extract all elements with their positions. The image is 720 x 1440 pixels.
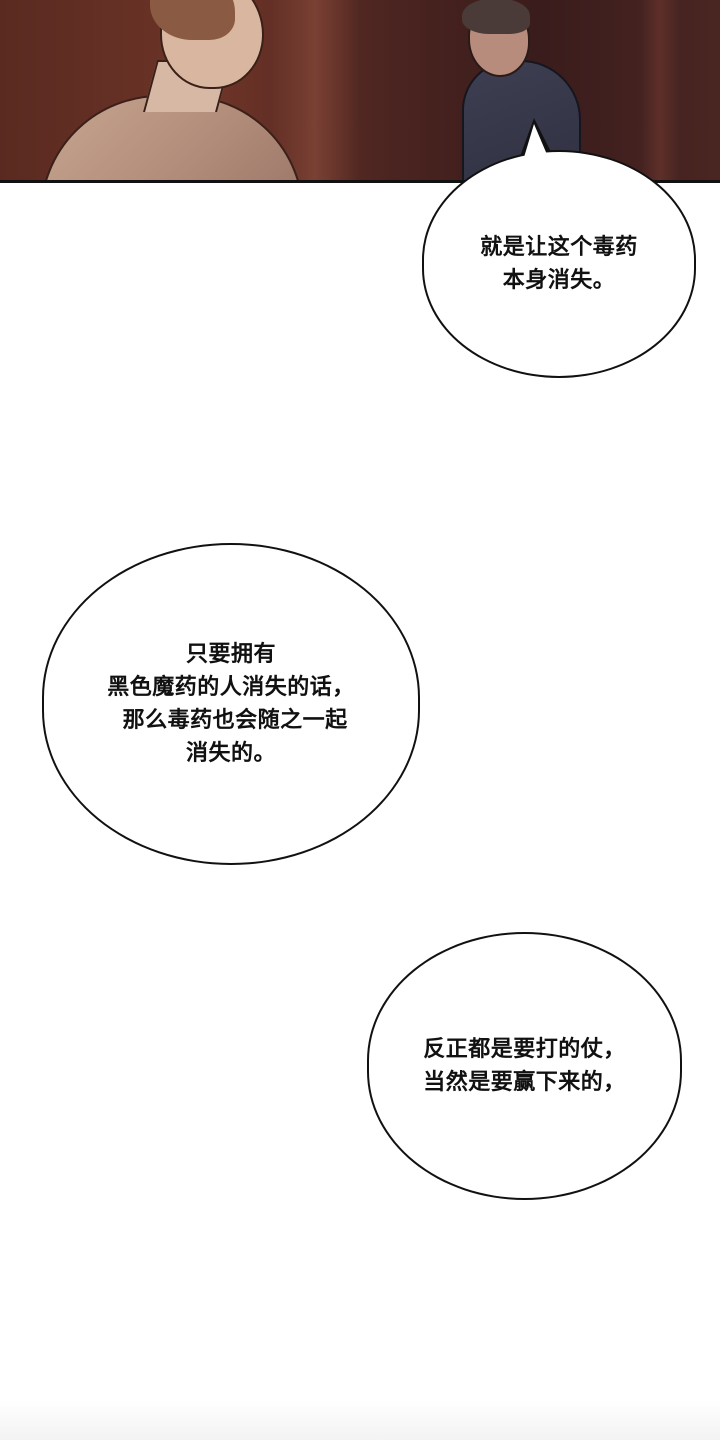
speech-bubble-1: 就是让这个毒药 本身消失。 [422,150,696,378]
comic-panel [0,0,720,183]
calm-man-hair [462,0,530,34]
bottom-fade [0,1400,720,1440]
bubble-text: 只要拥有 黑色魔药的人消失的话， 那么毒药也会随之一起 消失的。 [107,642,355,766]
speech-tail-fill [522,124,551,164]
bubble-text: 就是让这个毒药 本身消失。 [480,235,638,293]
light-shaft [640,0,680,180]
bubble-text: 反正都是要打的仗， 当然是要赢下来的， [423,1037,626,1095]
speech-bubble-2: 只要拥有 黑色魔药的人消失的话， 那么毒药也会随之一起 消失的。 [42,543,420,865]
speech-bubble-3: 反正都是要打的仗， 当然是要赢下来的， [367,932,682,1200]
